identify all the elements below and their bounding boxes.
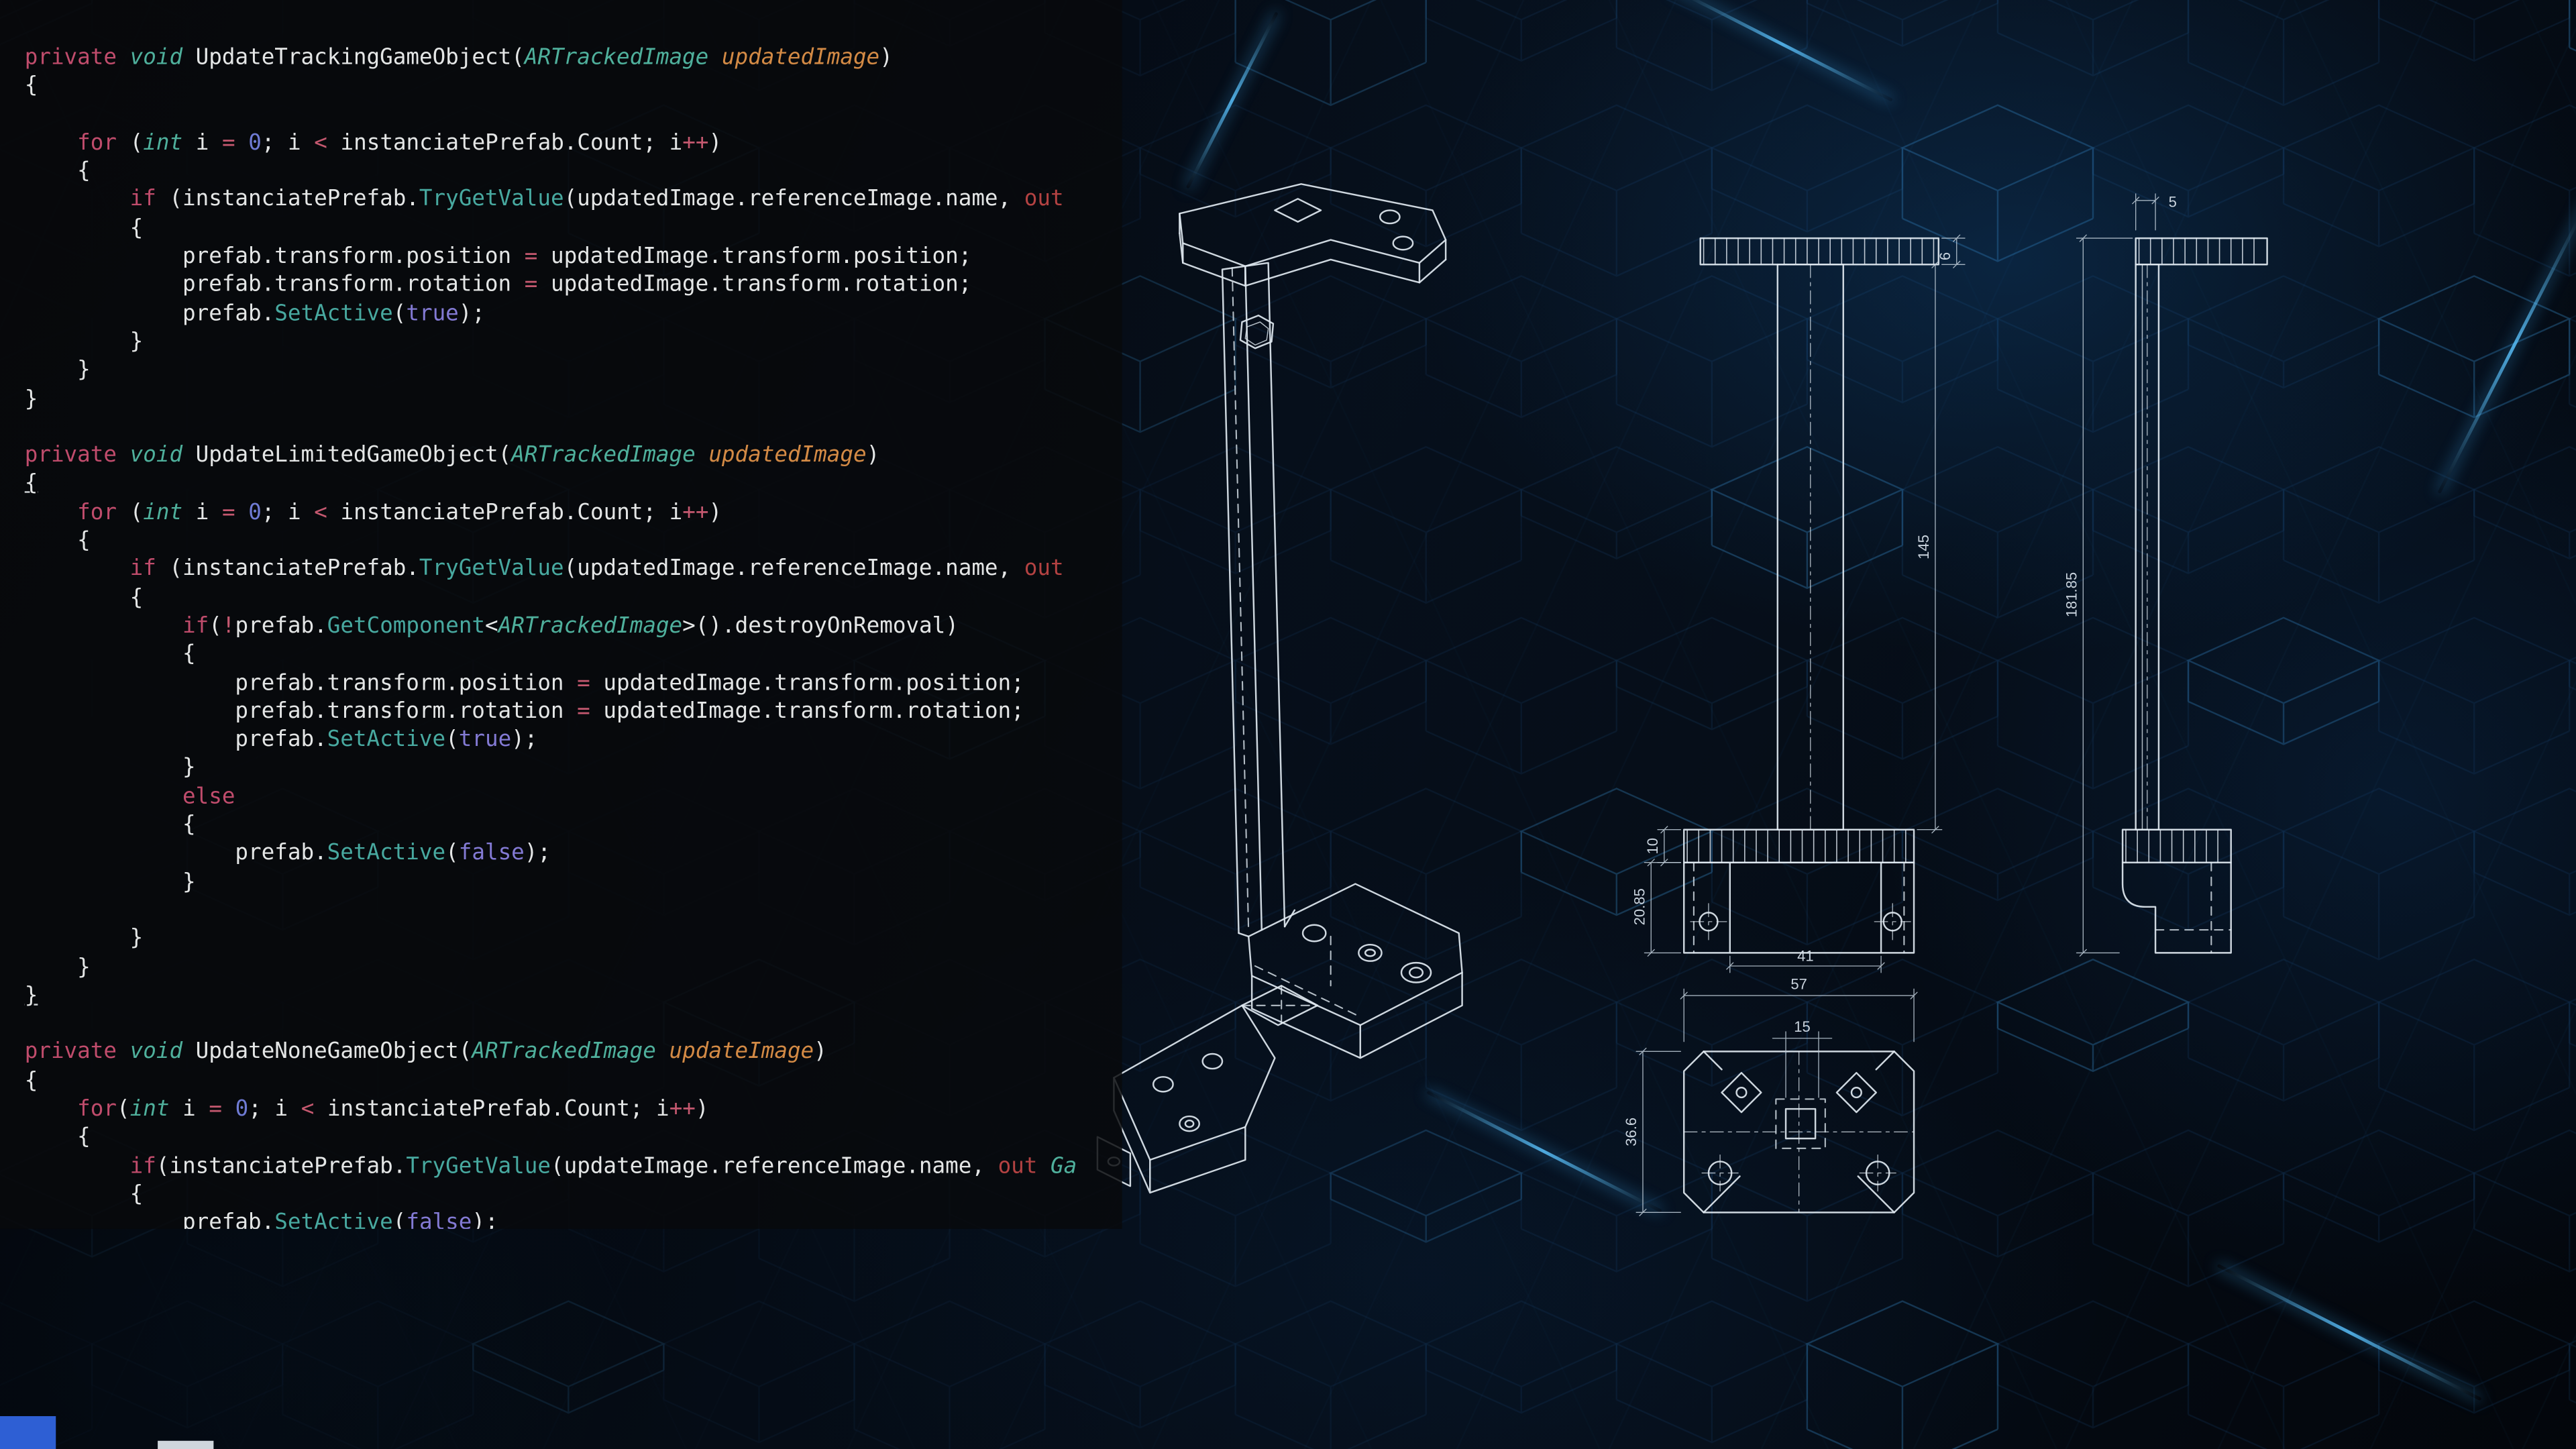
side-dimensions: 5 181.85 (2063, 193, 2177, 957)
front-base-hatch (1686, 828, 1907, 863)
code-line: prefab.SetActive(false); (24, 841, 551, 867)
code-line: private void UpdateLimitedGameObject(ART… (24, 443, 880, 469)
code-line: { (24, 1182, 144, 1208)
side-flange-hatch (2138, 237, 2255, 266)
code-line: } (24, 358, 91, 384)
dim-label: 20.85 (1631, 888, 1648, 925)
code-line: { (24, 586, 144, 611)
dim-label: 36.6 (1623, 1118, 1640, 1146)
code-line: { (24, 216, 144, 241)
code-line (25, 897, 1122, 925)
code-panel[interactable]: private void UpdateTrackingGameObject(AR… (0, 0, 1122, 1229)
iso-hex-boss (1239, 314, 1275, 350)
code-line: for(int i = 0; i < instanciatePrefab.Cou… (77, 1097, 709, 1122)
code-line: { (24, 160, 91, 184)
code-lines: private void UpdateTrackingGameObject(AR… (25, 44, 1122, 1229)
code-line: { (24, 813, 196, 839)
blueprint-drawing: 6 145 10 20.85 41 (1084, 164, 2382, 1290)
side-view (2121, 237, 2268, 954)
code-line: { (24, 74, 38, 99)
code-line: prefab.transform.position = updatedImage… (24, 245, 972, 270)
code-line (25, 414, 1122, 442)
code-line: } (24, 870, 196, 895)
code-line: } (24, 955, 91, 980)
iso-diamond-hole (1274, 198, 1322, 223)
code-line (25, 1010, 1122, 1038)
code-line: prefab.transform.rotation = updatedImage… (24, 699, 1024, 724)
code-line: } (24, 330, 144, 355)
code-line: for (int i = 0; i < instanciatePrefab.Co… (77, 131, 722, 156)
code-line: prefab.SetActive(false); (24, 1211, 498, 1229)
front-view (1682, 237, 1940, 954)
bottom-dimensions: 57 15 36.6 (1623, 975, 1918, 1216)
code-line: { (24, 529, 91, 554)
code-line: else (182, 784, 235, 810)
dim-label: 57 (1790, 975, 1807, 992)
code-line (25, 101, 1122, 129)
code-line: for (int i = 0; i < instanciatePrefab.Co… (77, 500, 722, 526)
code-line: prefab.transform.position = updatedImage… (24, 671, 1024, 696)
iso-vertical-bar (1221, 262, 1286, 934)
dim-label: 145 (1915, 535, 1932, 559)
code-line: { (24, 472, 38, 497)
dim-label: 6 (1937, 252, 1953, 260)
code-line: { (24, 1126, 91, 1150)
dim-label: 5 (2169, 194, 2177, 211)
code-line: prefab.transform.rotation = updatedImage… (24, 273, 972, 299)
code-line: } (24, 926, 144, 952)
code-line: if(instanciatePrefab.TryGetValue(updateI… (129, 1154, 1077, 1179)
code-line: } (24, 386, 38, 412)
code-line: prefab.SetActive(true); (24, 301, 486, 327)
dim-label: 181.85 (2063, 572, 2080, 617)
code-line: } (24, 756, 196, 782)
bottom-view (1682, 1051, 1915, 1214)
code-line: prefab.SetActive(true); (24, 728, 538, 753)
code-line: { (24, 643, 196, 667)
code-line: } (24, 983, 38, 1009)
bottom-left-blue-block (0, 1416, 56, 1449)
iso-view (1096, 183, 1463, 1194)
iso-left-arm (1113, 1004, 1276, 1161)
iso-right-arm (1248, 883, 1463, 1026)
code-line: private void UpdateTrackingGameObject(AR… (24, 46, 893, 71)
bottom-white-strip (158, 1440, 214, 1449)
dim-label: 15 (1794, 1018, 1811, 1035)
code-line: if (instanciatePrefab.TryGetValue(update… (129, 188, 1064, 213)
front-flange-hatch (1703, 237, 1935, 266)
dim-label: 41 (1797, 948, 1814, 965)
side-base-hatch (2125, 828, 2218, 863)
code-line: if (instanciatePrefab.TryGetValue(update… (129, 557, 1064, 582)
code-line: if(!prefab.GetComponent<ARTrackedImage>(… (182, 614, 959, 639)
code-line: { (24, 1069, 38, 1094)
dim-label: 10 (1644, 838, 1661, 855)
code-line: private void UpdateNoneGameObject(ARTrac… (24, 1040, 827, 1065)
front-dimensions: 6 145 10 20.85 41 (1631, 234, 1966, 973)
